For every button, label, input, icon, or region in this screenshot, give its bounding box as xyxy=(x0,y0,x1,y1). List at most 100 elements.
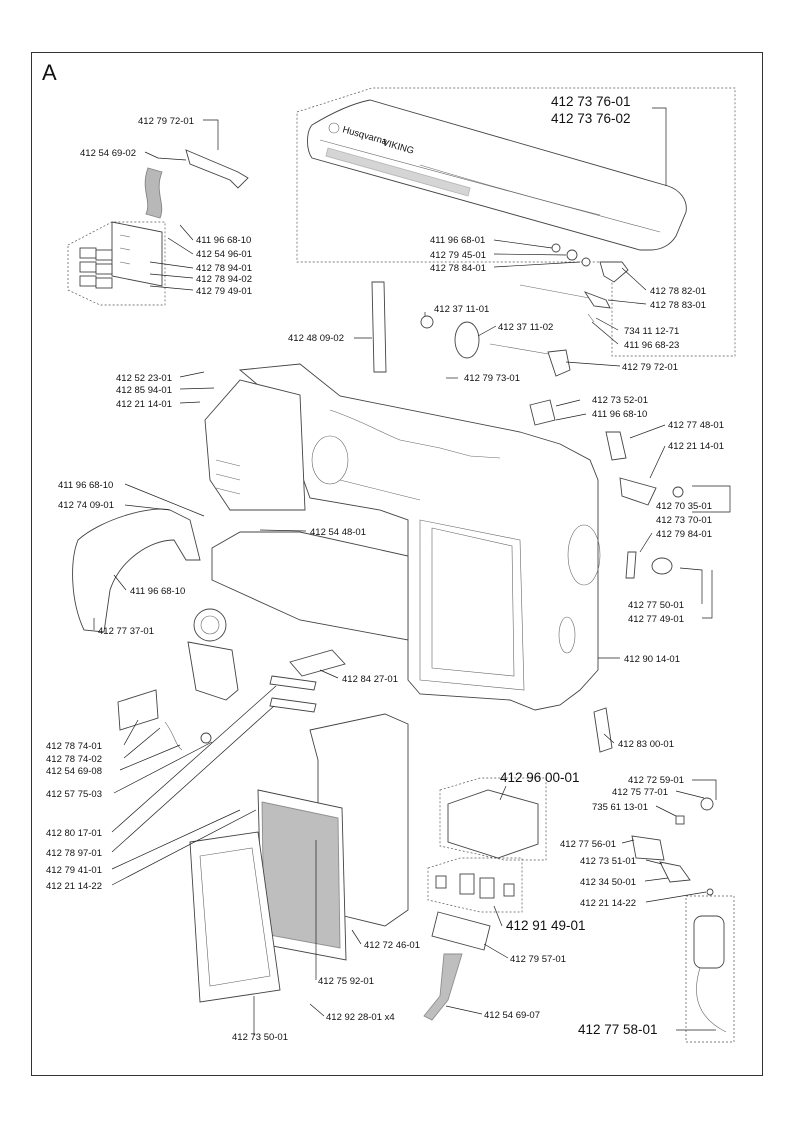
clamp-part xyxy=(117,689,159,731)
part-number-label: 412 78 74-02 xyxy=(46,754,102,765)
part-number-label: 411 96 68-10 xyxy=(196,235,251,246)
part-number-label: 412 37 11-01 xyxy=(434,304,489,315)
part-number-label: 735 61 13-01 xyxy=(592,802,648,813)
part-number-label: 412 90 14-01 xyxy=(624,654,680,665)
grommet-part xyxy=(200,732,212,744)
part-number-label: 412 73 50-01 xyxy=(232,1032,288,1043)
part-number-label: 412 34 50-01 xyxy=(580,877,636,888)
part-number-label: 412 70 35-01 xyxy=(656,501,712,512)
part-number-label: 411 96 68-10 xyxy=(592,409,647,420)
part-number-label: 412 21 14-01 xyxy=(668,441,724,452)
part-number-label: 412 75 92-01 xyxy=(318,976,374,987)
part-number-label: 412 48 09-02 xyxy=(288,333,344,344)
part-number-label: 412 54 69-08 xyxy=(46,766,102,777)
part-number-label: 412 21 14-22 xyxy=(580,898,636,909)
part-number-label: 412 75 77-01 xyxy=(612,787,668,798)
part-number-label: 412 73 76-02 xyxy=(551,111,631,126)
part-number-label: 412 80 17-01 xyxy=(46,828,102,839)
top-cover-part: Husqvarna VIKING xyxy=(307,99,687,251)
part-number-label: 412 73 70-01 xyxy=(656,515,712,526)
thread-cutter-parts xyxy=(519,243,629,323)
part-number-label: 412 54 69-07 xyxy=(484,1010,540,1021)
part-number-label: 412 83 00-01 xyxy=(618,739,674,750)
wire-part xyxy=(164,721,183,751)
section-letter: A xyxy=(42,60,57,85)
part-number-label: 412 79 45-01 xyxy=(430,250,486,261)
membrane-sticker-part xyxy=(431,911,491,951)
front-left-cover-part xyxy=(204,379,349,511)
part-number-label: 412 77 37-01 xyxy=(98,626,154,637)
right-side-parts xyxy=(529,399,684,753)
part-number-label: 411 96 68-01 xyxy=(430,235,485,246)
pcb-holder-group-outline xyxy=(439,777,547,861)
display-connector-part-2 xyxy=(269,697,317,713)
part-number-label: 734 11 12-71 xyxy=(624,326,679,337)
base-plate-part xyxy=(211,531,409,641)
part-number-label: 412 78 97-01 xyxy=(46,848,102,859)
cam-part xyxy=(420,315,434,329)
main-body-part xyxy=(238,363,601,711)
part-number-label: 412 73 52-01 xyxy=(592,395,648,406)
part-number-label: 412 77 50-01 xyxy=(628,600,684,611)
motor-part xyxy=(693,915,727,1033)
part-number-label: 412 78 82-01 xyxy=(650,286,706,297)
part-number-label: 412 79 49-01 xyxy=(196,286,252,297)
part-number-label: 412 79 73-01 xyxy=(464,373,520,384)
part-number-label: 412 21 14-01 xyxy=(116,399,172,410)
diagram-frame xyxy=(31,52,763,1076)
part-number-label: 412 78 94-01 xyxy=(196,263,252,274)
part-number-label: 412 96 00-01 xyxy=(500,770,580,785)
part-number-label: 412 73 76-01 xyxy=(551,94,631,109)
part-number-label: 412 85 94-01 xyxy=(116,385,172,396)
part-number-label: 412 79 72-01 xyxy=(622,362,678,373)
disc-part xyxy=(454,321,480,359)
part-number-label: 412 92 28-01 x4 xyxy=(326,1012,395,1023)
part-number-label: 412 91 49-01 xyxy=(506,918,586,933)
part-drawings: Husqvarna VIKING xyxy=(67,87,736,1043)
part-number-label: 412 37 11-02 xyxy=(498,322,553,333)
leader-lines xyxy=(93,107,731,1036)
pedal-small-parts xyxy=(631,797,714,896)
part-number-label: 412 77 49-01 xyxy=(628,614,684,625)
part-number-label: 412 79 41-01 xyxy=(46,865,102,876)
left-side-cover-part xyxy=(72,508,201,633)
display-connector-part xyxy=(269,675,317,691)
top-cover-group-outline xyxy=(296,87,736,357)
part-number-label: 412 79 72-01 xyxy=(138,116,194,127)
part-number-label: 412 52 23-01 xyxy=(116,373,172,384)
part-number-label: 412 72 59-01 xyxy=(628,775,684,786)
part-number-label: 412 84 27-01 xyxy=(342,674,398,685)
part-number-label: 411 96 68-10 xyxy=(58,480,113,491)
motor-group-outline xyxy=(685,895,735,1043)
motor-assembly-part xyxy=(187,608,239,701)
part-number-label: 412 77 48-01 xyxy=(668,420,724,431)
part-number-label: 412 77 58-01 xyxy=(578,1022,658,1037)
button-group-outline xyxy=(427,857,523,913)
button-parts xyxy=(435,873,515,899)
part-number-label: 412 72 46-01 xyxy=(364,940,420,951)
shaft-end-part xyxy=(547,349,571,377)
part-labels: 412 73 76-01 412 73 76-02 412 79 72-01 4… xyxy=(46,94,724,1043)
part-number-label: 412 79 84-01 xyxy=(656,529,712,540)
display-front-frame-part xyxy=(189,831,281,1003)
part-number-label: 412 73 51-01 xyxy=(580,856,636,867)
part-number-label: 412 79 57-01 xyxy=(510,954,566,965)
lcd-panel-part xyxy=(261,801,341,949)
display-glass xyxy=(199,847,271,987)
part-number-label: 411 96 68-23 xyxy=(624,340,679,351)
part-number-label: 412 74 09-01 xyxy=(58,500,114,511)
ribbon-cable-top xyxy=(144,149,249,219)
part-number-label: 412 54 48-01 xyxy=(310,527,366,538)
ribbon-cable-bottom xyxy=(423,953,463,1021)
part-number-label: 411 96 68-10 xyxy=(130,586,185,597)
part-number-label: 412 57 75-03 xyxy=(46,789,102,800)
circuit-board-connectors xyxy=(79,221,163,289)
part-number-label: 412 78 83-01 xyxy=(650,300,706,311)
vertical-bar-part xyxy=(371,281,387,373)
label-sheet-part xyxy=(289,649,346,677)
part-number-label: 412 78 84-01 xyxy=(430,263,486,274)
part-number-label: 412 54 69-02 xyxy=(80,148,136,159)
part-number-label: 412 77 56-01 xyxy=(560,839,616,850)
part-number-label: 412 78 94-02 xyxy=(196,274,252,285)
